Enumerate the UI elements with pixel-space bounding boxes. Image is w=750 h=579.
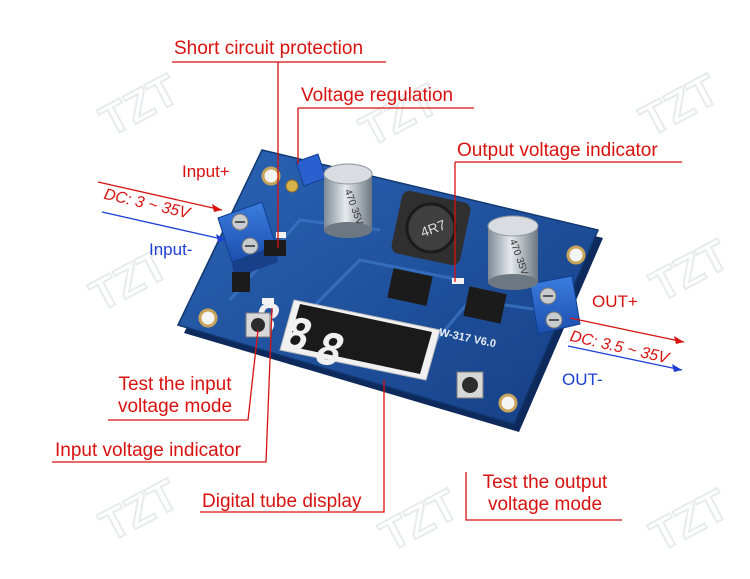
output-terminal-block — [529, 275, 581, 335]
label-output-voltage-indicator: Output voltage indicator — [457, 140, 658, 161]
input-capacitor: 470 35V — [323, 163, 373, 238]
label-test-input-line2: voltage mode — [117, 396, 233, 417]
label-test-output-mode: Test the output voltage mode — [470, 472, 620, 516]
label-out-minus: OUT- — [562, 370, 603, 389]
label-test-input-mode: Test the input voltage mode — [100, 374, 250, 418]
label-input-plus: Input+ — [182, 162, 230, 181]
watermark-text: TZT — [632, 65, 726, 146]
label-voltage-regulation: Voltage regulation — [301, 85, 454, 106]
output-capacitor: 470 35V — [487, 215, 539, 290]
label-input-voltage-indicator: Input voltage indicator — [55, 440, 241, 461]
potentiometer — [285, 153, 327, 193]
input-arrows — [97, 181, 227, 242]
watermark-text: TZT — [372, 480, 466, 561]
led-indicators — [262, 232, 464, 304]
label-test-output-line2: voltage mode — [487, 494, 603, 515]
output-arrows — [567, 317, 685, 372]
watermark-text: TZT — [642, 480, 736, 561]
label-short-circuit-protection: Short circuit protection — [174, 38, 364, 59]
inductor: 4R7 — [391, 190, 471, 266]
label-test-input-line1: Test the input — [118, 374, 232, 395]
label-test-output-line1: Test the output — [482, 472, 608, 493]
watermark-text: TZT — [92, 470, 186, 551]
regulator-ic — [232, 240, 507, 324]
watermark-text: TZT — [642, 230, 736, 311]
leader-lines — [52, 61, 682, 521]
watermark-text: TZT — [92, 65, 186, 146]
label-digital-tube-display: Digital tube display — [202, 491, 362, 512]
output-test-button — [456, 371, 484, 399]
label-input-minus: Input- — [149, 240, 193, 259]
label-out-plus: OUT+ — [592, 292, 638, 311]
